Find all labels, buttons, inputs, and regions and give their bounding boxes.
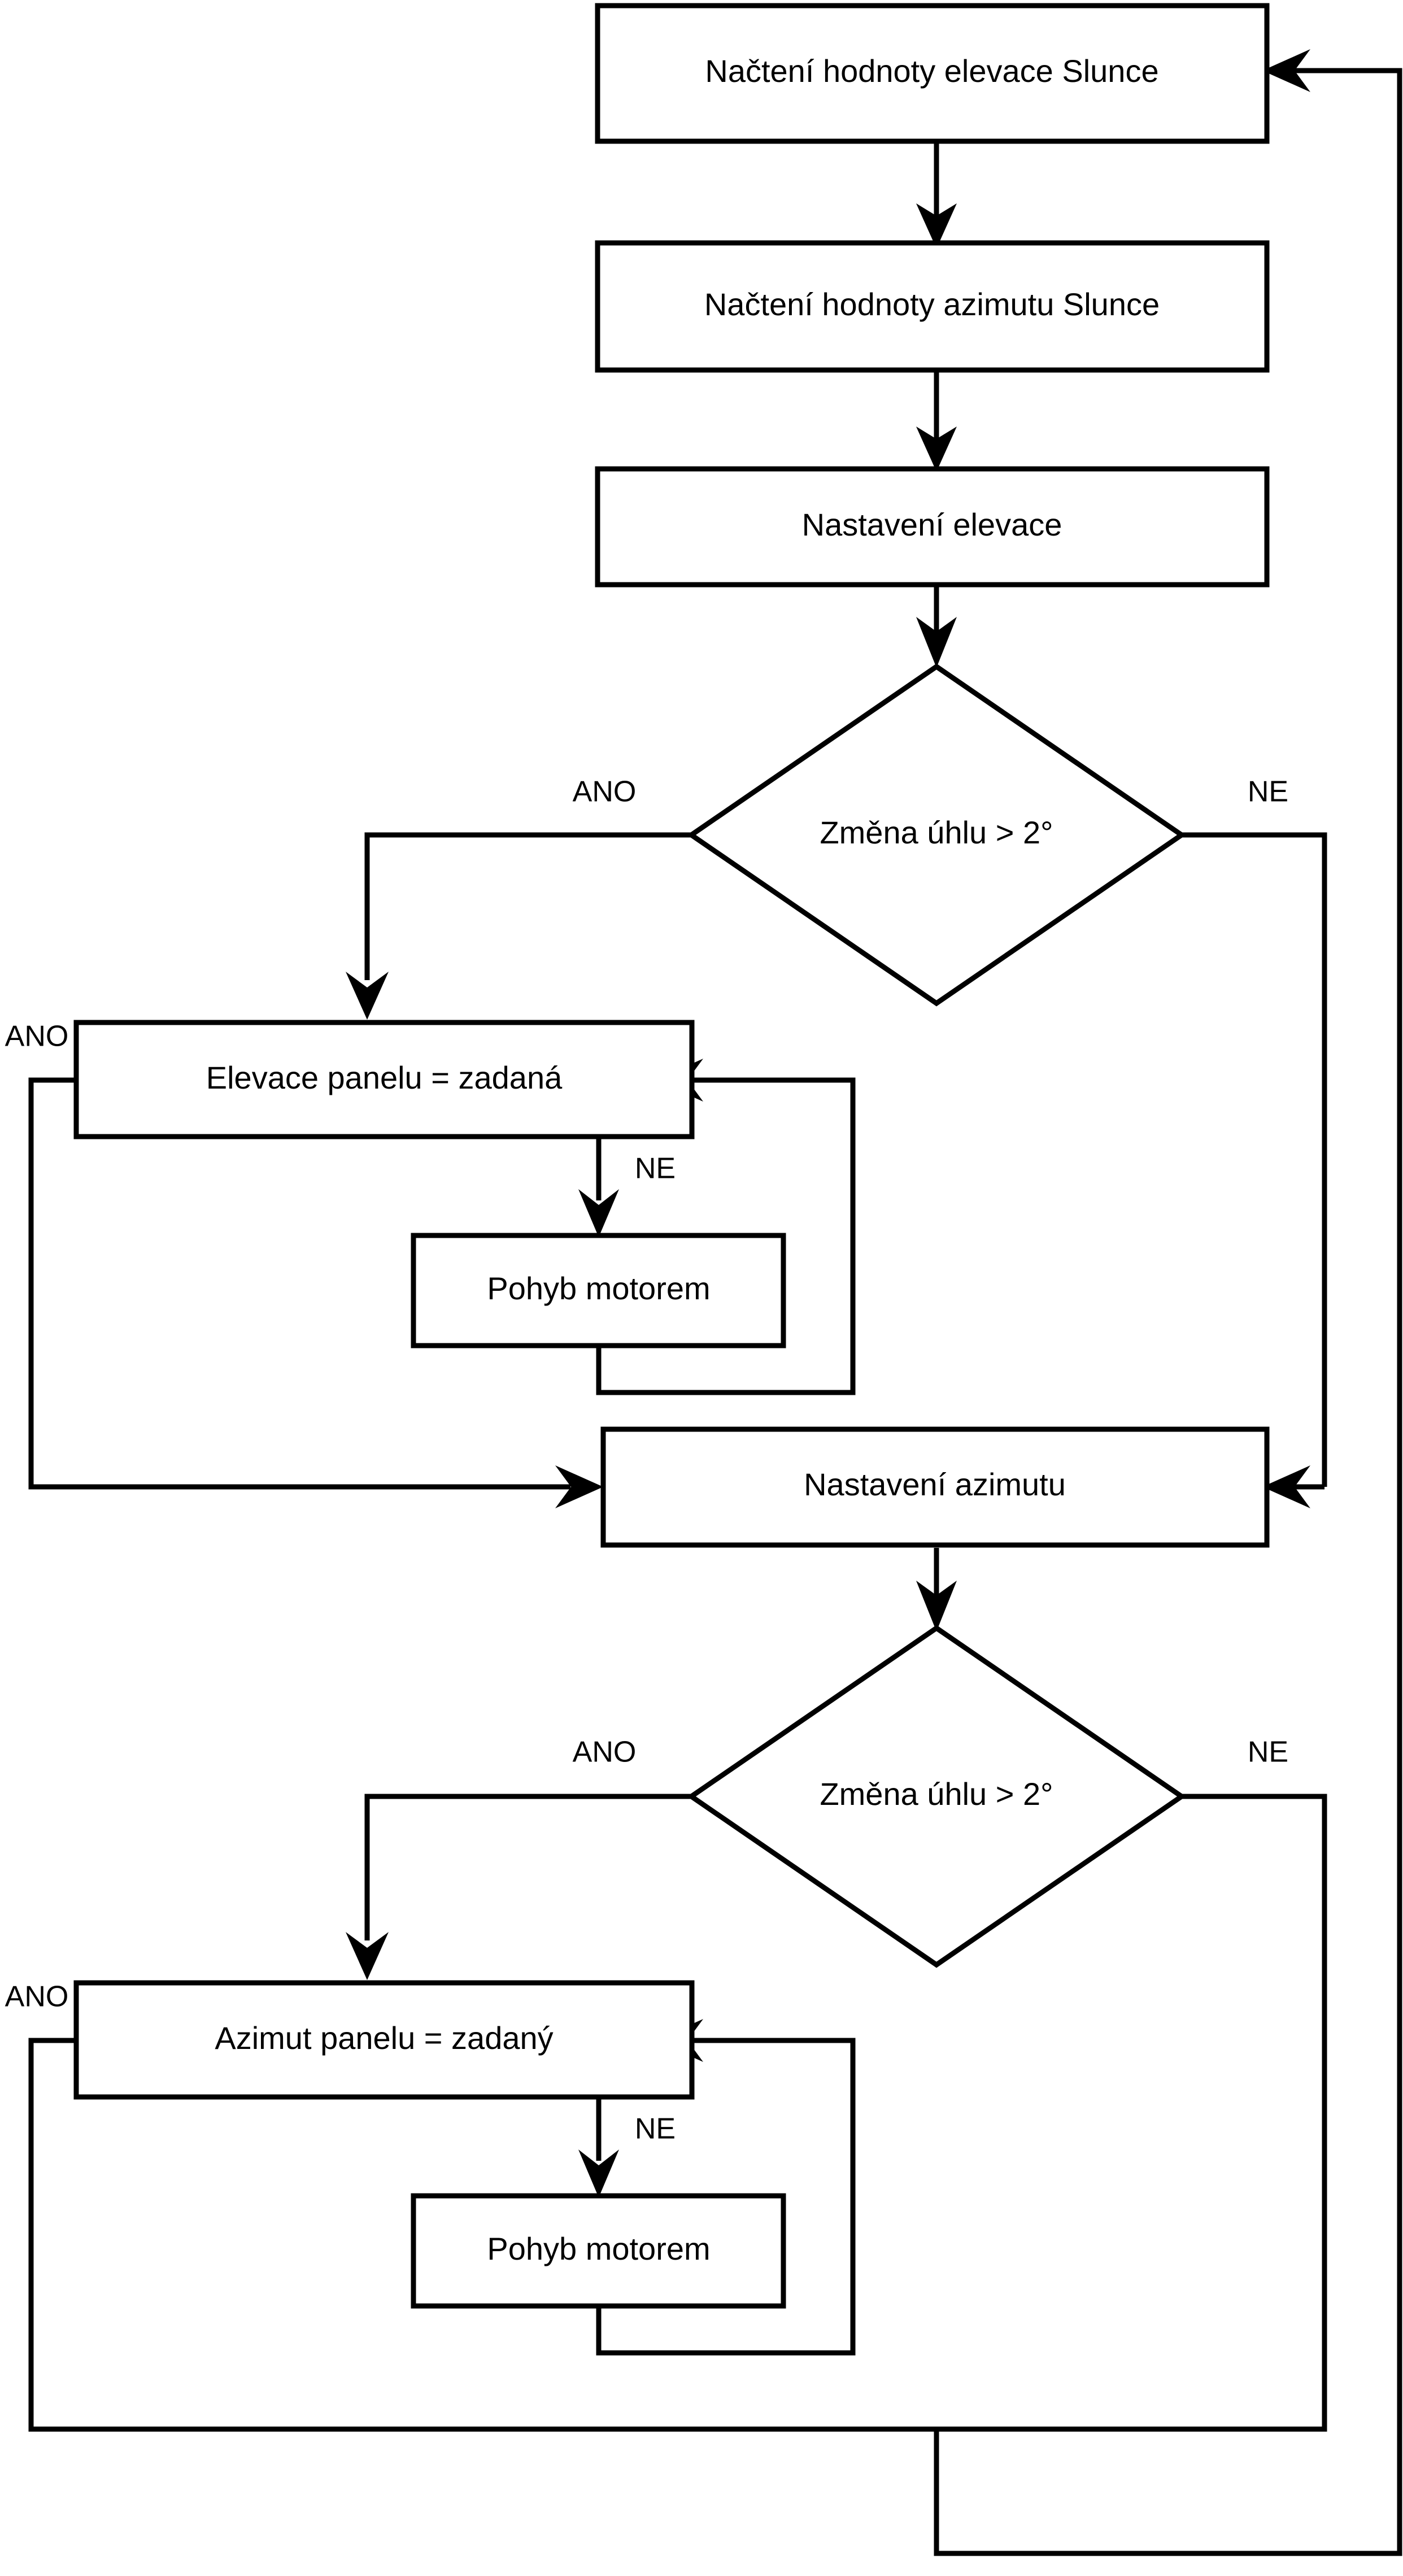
arrowhead-down-motor-elev — [578, 1189, 619, 1237]
arrowhead-down-4 — [916, 1581, 957, 1631]
node-decide-azimuth-shape — [687, 1625, 1186, 1968]
edge-label-decide-elev-no: NE — [1248, 776, 1288, 808]
node-panel-elevation-equals[interactable]: Elevace panelu = zadaná — [73, 1020, 695, 1139]
arrowhead-down-elev-yes — [346, 972, 389, 1020]
node-motor-move-elevation-label: Pohyb motorem — [487, 1270, 710, 1306]
edge-label-decide-elev-yes: ANO — [573, 776, 637, 808]
arrowhead-left-elev-no — [1262, 1465, 1310, 1508]
edge-motor-azim-loopback — [596, 2038, 856, 2356]
edge-label-panel-azim-yes: ANO — [5, 1981, 69, 2013]
edge-label-panel-azim-no: NE — [635, 2113, 676, 2146]
node-decide-azimuth[interactable]: Změna úhlu > 2° — [687, 1625, 1186, 1968]
node-read-azimuth-label: Načtení hodnoty azimutu Slunce — [704, 286, 1160, 322]
node-panel-azimuth-equals-label: Azimut panelu = zadaný — [215, 2020, 553, 2056]
arrowhead-down-3 — [916, 617, 957, 668]
node-panel-azimuth-equals[interactable]: Azimut panelu = zadaný — [73, 1980, 695, 2100]
node-motor-move-azimuth-label: Pohyb motorem — [487, 2231, 710, 2266]
node-decide-elevation[interactable]: Změna úhlu > 2° — [687, 663, 1186, 1007]
node-read-azimuth[interactable]: Načtení hodnoty azimutu Slunce — [595, 240, 1270, 373]
node-read-elevation[interactable]: Načtení hodnoty elevace Slunce — [595, 3, 1270, 144]
arrowhead-down-2 — [916, 427, 957, 472]
node-motor-move-azimuth[interactable]: Pohyb motorem — [411, 2193, 786, 2309]
node-panel-azimuth-equals-shape — [73, 1980, 695, 2100]
node-set-elevation-shape — [595, 466, 1270, 588]
edge-panel-elev-yes — [28, 1077, 570, 1490]
node-decide-elevation-shape — [687, 663, 1186, 1007]
edge-panel-azim-yes — [28, 2038, 936, 2432]
edge-motor-elev-loopback — [596, 1077, 856, 1395]
node-panel-elevation-equals-shape — [73, 1020, 695, 1139]
edge-label-decide-azim-yes: ANO — [573, 1736, 637, 1769]
node-read-elevation-shape — [595, 3, 1270, 144]
arrowhead-down-1 — [916, 203, 957, 249]
edge-label-panel-elev-no: NE — [635, 1152, 676, 1185]
node-decide-azimuth-label: Změna úhlu > 2° — [820, 1776, 1053, 1812]
edge-decide-elev-no — [1182, 832, 1327, 1487]
node-set-azimuth-shape — [600, 1426, 1270, 1548]
node-set-azimuth-label: Nastavení azimutu — [804, 1467, 1066, 1502]
arrowhead-down-motor-azim — [578, 2149, 619, 2198]
arrowhead-down-azim-yes — [346, 1932, 389, 1980]
arrowhead-left-top-return — [1262, 49, 1310, 92]
node-set-elevation[interactable]: Nastavení elevace — [595, 466, 1270, 588]
node-set-elevation-label: Nastavení elevace — [802, 507, 1062, 542]
node-read-azimuth-shape — [595, 240, 1270, 373]
edge-decide-azim-yes — [364, 1794, 692, 1940]
node-motor-move-elevation-shape — [411, 1233, 786, 1348]
node-set-azimuth[interactable]: Nastavení azimutu — [600, 1426, 1270, 1548]
node-read-elevation-label: Načtení hodnoty elevace Slunce — [705, 53, 1158, 89]
node-motor-move-azimuth-shape — [411, 2193, 786, 2309]
edge-decide-elev-yes — [364, 832, 692, 980]
arrowhead-right-panel-elev-yes — [555, 1465, 603, 1508]
edge-label-panel-elev-yes: ANO — [5, 1020, 69, 1053]
node-panel-elevation-equals-label: Elevace panelu = zadaná — [206, 1060, 563, 1095]
node-decide-elevation-label: Změna úhlu > 2° — [820, 815, 1053, 850]
edge-decide-azim-no — [934, 68, 1402, 2556]
node-motor-move-elevation[interactable]: Pohyb motorem — [411, 1233, 786, 1348]
edge-label-decide-azim-no: NE — [1248, 1736, 1288, 1769]
